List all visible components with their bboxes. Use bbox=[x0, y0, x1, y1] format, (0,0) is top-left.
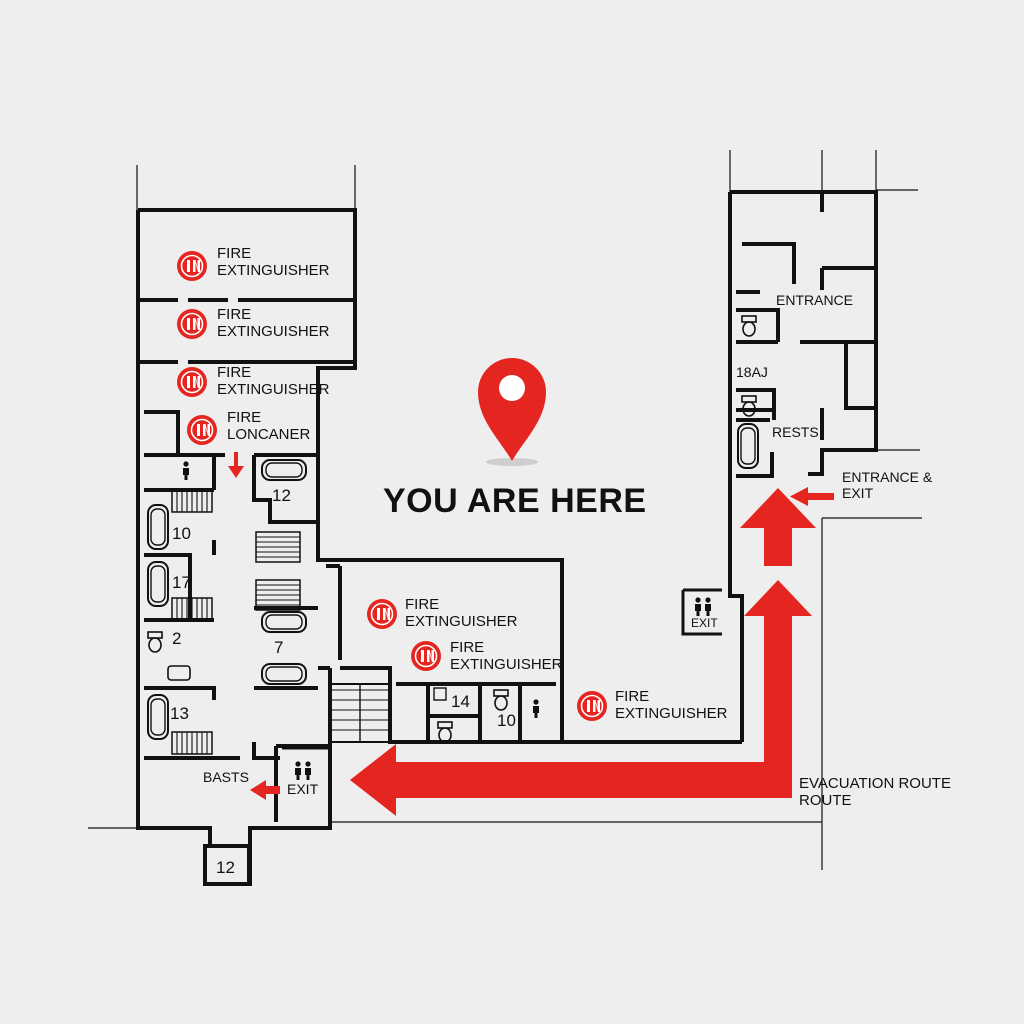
room-number: 12 bbox=[216, 858, 235, 877]
room-box-12-bottom bbox=[203, 844, 251, 886]
fire-extinguisher-icon bbox=[410, 640, 442, 672]
fire-extinguisher-icon bbox=[576, 690, 608, 722]
fixtures bbox=[147, 315, 759, 755]
rests-label: RESTS bbox=[772, 424, 819, 440]
room-number: 17 bbox=[172, 573, 191, 592]
basts-label: BASTS bbox=[203, 769, 249, 785]
exit-sign-right: EXIT bbox=[691, 616, 718, 630]
room-number: 12 bbox=[272, 486, 291, 505]
room-number: 2 bbox=[172, 629, 182, 648]
fire-extinguisher-icon bbox=[176, 366, 208, 398]
entrance-exit-label: ENTRANCE &EXIT bbox=[842, 469, 933, 501]
guide-lines bbox=[88, 150, 922, 870]
fire-extinguisher-icon bbox=[186, 414, 218, 446]
room-code-label: 18AJ bbox=[736, 364, 768, 380]
map-pin-icon bbox=[478, 358, 546, 466]
room-number: 7 bbox=[274, 638, 284, 657]
fire-extinguisher-icon bbox=[176, 308, 208, 340]
fire-extinguisher-icon bbox=[366, 598, 398, 630]
room-number: 13 bbox=[170, 704, 189, 723]
entrance-label: ENTRANCE bbox=[776, 292, 854, 308]
right-building bbox=[728, 190, 878, 742]
you-are-here-title: YOU ARE HERE bbox=[383, 482, 647, 520]
middle-building bbox=[326, 564, 556, 742]
room-number: 10 bbox=[497, 711, 516, 730]
fire-extinguisher-icon bbox=[176, 250, 208, 282]
exit-sign-left: EXIT bbox=[287, 781, 319, 797]
exit-box-right bbox=[681, 588, 722, 636]
evacuation-route bbox=[228, 452, 834, 816]
room-number: 14 bbox=[451, 692, 470, 711]
room-number: 10 bbox=[172, 524, 191, 543]
